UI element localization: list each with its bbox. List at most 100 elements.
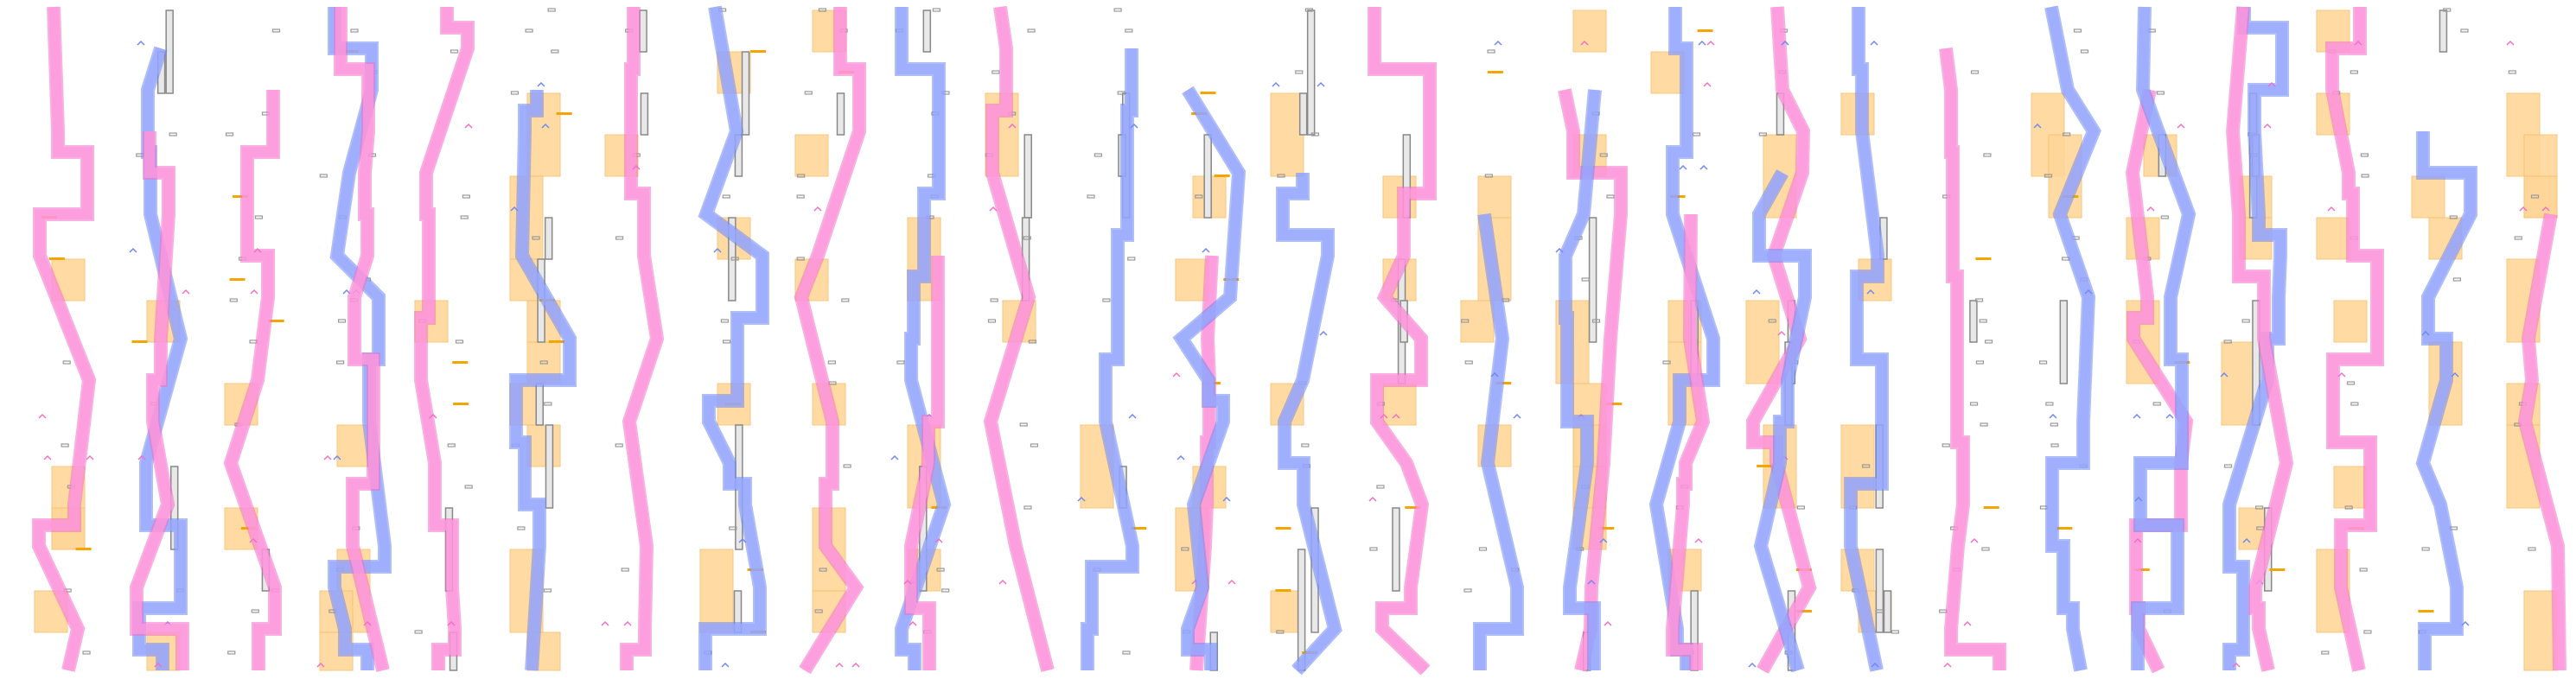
gray-marker <box>532 236 540 240</box>
chevron-up-icon <box>333 454 341 460</box>
chevron-up-icon <box>1706 40 1715 46</box>
chevron-up-icon <box>721 662 730 668</box>
rail <box>728 217 736 301</box>
orange-marker <box>48 257 65 260</box>
orange-block <box>1650 51 1685 94</box>
gray-marker <box>1939 609 1948 613</box>
blue-track <box>1754 170 1810 672</box>
gray-marker <box>1875 609 1884 613</box>
chevron-up-icon <box>1008 123 1017 129</box>
gray-marker <box>1304 8 1313 12</box>
chevron-up-icon <box>323 454 332 460</box>
gray-marker <box>2449 215 2458 219</box>
pink-track <box>335 7 388 672</box>
gray-marker <box>1984 340 1993 344</box>
blue-track <box>1560 89 1600 670</box>
chevron-up-icon <box>363 620 372 626</box>
chevron-up-icon <box>2049 413 2057 419</box>
chevron-up-icon <box>1587 579 1596 585</box>
gray-marker <box>460 215 469 219</box>
gray-marker <box>319 174 328 178</box>
gray-marker <box>229 298 238 302</box>
orange-block <box>2221 341 2255 426</box>
blue-track <box>1846 7 1887 672</box>
gray-marker <box>1980 422 1988 427</box>
chevron-up-icon <box>1963 620 1972 626</box>
pink-track <box>1369 7 1435 675</box>
chevron-up-icon <box>1077 496 1086 502</box>
chevron-up-icon <box>2327 206 2336 212</box>
chevron-up-icon <box>137 40 145 46</box>
orange-marker <box>750 50 767 53</box>
orange-marker <box>1214 175 1230 177</box>
chevron-up-icon <box>510 206 519 212</box>
gray-marker <box>225 132 234 136</box>
gray-marker <box>543 588 552 593</box>
gray-marker <box>2152 402 2161 406</box>
orange-marker <box>452 361 469 364</box>
rail <box>1203 134 1212 219</box>
gray-marker <box>517 526 526 530</box>
gray-marker <box>2223 464 2233 468</box>
gray-marker <box>1023 505 1032 510</box>
rail <box>639 10 647 53</box>
orange-block <box>2333 300 2368 343</box>
gray-marker <box>1122 650 1131 655</box>
gray-marker <box>1599 153 1608 157</box>
chevron-up-icon <box>1699 164 1708 170</box>
chevron-up-icon <box>429 413 437 419</box>
chevron-up-icon <box>1319 330 1328 336</box>
rail <box>165 10 174 94</box>
gray-marker <box>525 29 533 33</box>
gray-marker <box>2508 70 2516 74</box>
gray-marker <box>2050 443 2059 447</box>
chevron-up-icon <box>2177 123 2185 129</box>
orange-block <box>2333 466 2368 509</box>
chevron-up-icon <box>632 164 641 170</box>
gray-marker <box>796 257 805 261</box>
gray-marker <box>464 485 473 489</box>
chevron-up-icon <box>2267 81 2276 87</box>
gray-marker <box>1974 298 1984 302</box>
gray-marker <box>169 132 177 136</box>
pink-track <box>2227 6 2292 672</box>
chevron-up-icon <box>2242 537 2251 543</box>
gray-marker <box>2050 422 2058 427</box>
chevron-up-icon <box>1128 413 1137 419</box>
rail <box>1023 134 1032 219</box>
gray-marker <box>350 29 359 33</box>
gray-marker <box>2223 340 2232 344</box>
orange-marker <box>1606 403 1623 405</box>
pink-track <box>34 6 95 672</box>
gray-marker <box>2360 153 2369 157</box>
chevron-up-icon <box>2232 662 2241 668</box>
chevron-up-icon <box>1970 537 1979 543</box>
gray-marker <box>720 319 729 323</box>
chevron-up-icon <box>909 620 917 626</box>
orange-marker <box>2056 527 2073 530</box>
gray-marker <box>447 443 456 447</box>
chevron-up-icon <box>1871 662 1879 668</box>
chevron-up-icon <box>1599 537 1608 543</box>
blue-track <box>2224 7 2287 670</box>
rail <box>1392 507 1400 592</box>
gray-marker <box>1484 174 1493 178</box>
orange-marker <box>268 320 284 322</box>
chevron-up-icon <box>537 81 545 87</box>
orange-marker <box>229 278 245 281</box>
orange-marker <box>1795 610 1812 612</box>
gray-marker <box>1796 505 1806 510</box>
chevron-up-icon <box>250 289 258 295</box>
chevron-up-icon <box>813 206 822 212</box>
chevron-up-icon <box>2461 620 2470 626</box>
gray-marker <box>796 194 805 199</box>
gray-marker <box>1113 8 1122 12</box>
gray-marker <box>1276 630 1285 634</box>
chevron-up-icon <box>1866 289 1875 295</box>
chevron-up-icon <box>1513 413 1521 419</box>
rail <box>922 10 932 53</box>
gray-marker <box>547 8 556 12</box>
gray-marker <box>729 526 737 530</box>
chevron-up-icon <box>2337 371 2346 378</box>
chevron-up-icon <box>541 123 550 129</box>
